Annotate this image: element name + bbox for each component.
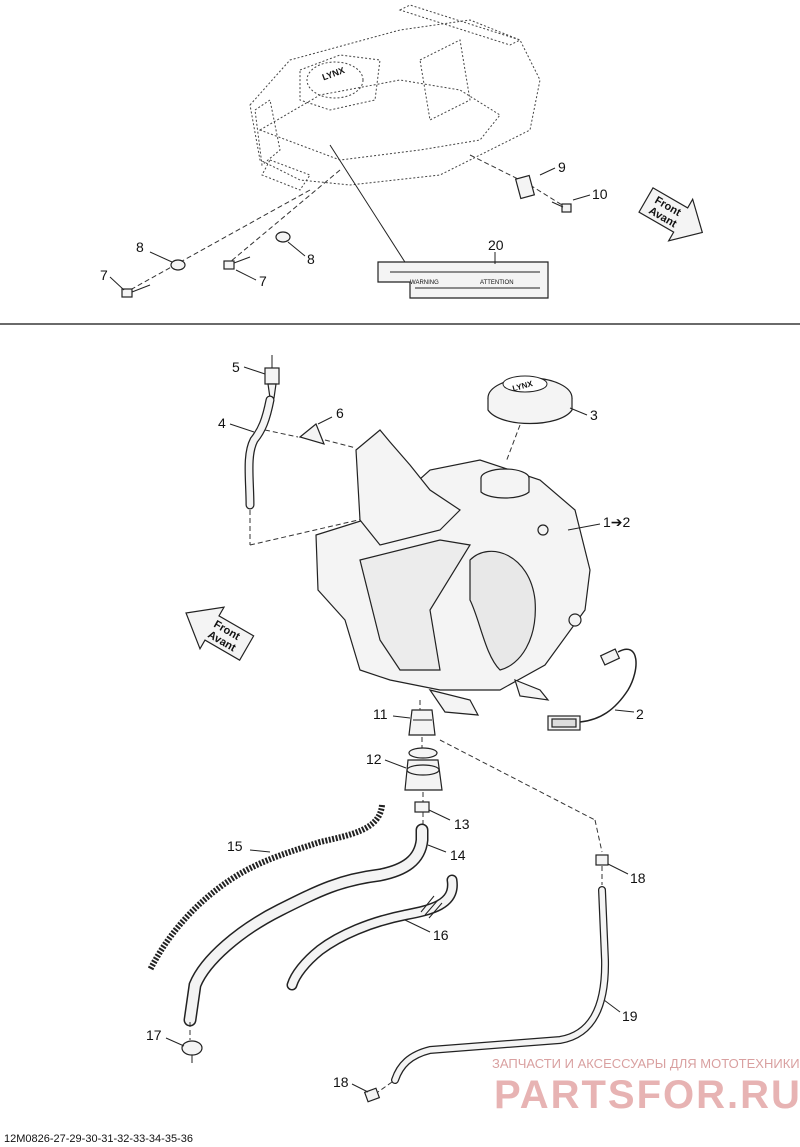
callout-20: 20 [488,237,504,253]
callout-12: 12 [366,751,382,767]
leader-line [392,715,411,719]
callout-11: 11 [373,706,388,722]
decal-part-20: WARNING ATTENTION [377,261,549,299]
assembly-line [264,429,299,438]
assembly-line [439,739,596,821]
callout-18: 18 [630,870,646,886]
clamp-part-13 [414,801,430,813]
leader-line [229,423,255,433]
fuel-tank-part-1 [315,429,591,716]
leader-line [109,276,125,291]
fitting-part-5 [264,355,280,399]
screw-part-10 [551,201,572,213]
assembly-line [377,1081,393,1093]
watermark-brand: PARTSFOR.RU [494,1073,800,1117]
callout-15: 15 [227,838,243,854]
assembly-line [505,424,521,463]
callout-16: 16 [433,927,449,943]
washer-part-8 [170,259,186,271]
decal-left-text: WARNING [410,280,439,286]
spring-hose-part-15 [147,804,385,972]
callout-8: 8 [136,239,144,255]
callout-17: 17 [146,1027,162,1043]
leader-line [404,919,431,933]
callout-5: 5 [232,359,240,375]
assembly-line [324,439,357,449]
leader-line [539,167,556,176]
callout-4: 4 [218,415,226,431]
bolt-part-7 [121,284,151,298]
fitting-part-12 [404,747,443,791]
leader-line [384,759,407,769]
callout-8: 8 [307,251,315,267]
clip-part-6 [298,423,326,445]
callout-19: 19 [622,1008,638,1024]
leader-line [427,844,447,853]
washer-part-8 [275,231,291,243]
leader-line [249,849,271,853]
front-direction-arrow: Front Avant [185,606,255,661]
fuel-cap-part-3: LYNX [487,375,573,424]
callout-7: 7 [100,267,108,283]
leader-line [287,241,306,257]
decal-right-text: ATTENTION [480,280,514,286]
callout-1-to-2: 1➔2 [603,514,631,530]
assembly-line [249,514,381,546]
sensor-part-2 [547,648,637,731]
leader-line [317,416,333,425]
leader-line [567,523,601,531]
clamp-part-18 [595,854,609,866]
assembly-line [129,189,311,291]
leader-line [149,251,173,263]
assembly-line [594,819,603,853]
watermark-tagline: ЗАПЧАСТИ И АКСЕССУАРЫ ДЛЯ МОТОТЕХНИКИ [492,1056,800,1071]
plate-part-9 [514,174,536,200]
cap-logo-text: LYNX [321,65,346,82]
vehicle-body-illustration [249,4,541,191]
leader-line [572,194,591,201]
leader-line [607,863,629,875]
callout-13: 13 [454,816,470,832]
callout-7: 7 [259,273,267,289]
callout-10: 10 [592,186,608,202]
front-direction-arrow: Front Avant [638,187,704,242]
callout-3: 3 [590,407,598,423]
leader-line [569,407,588,416]
leader-line [351,1083,369,1093]
leader-line [428,809,451,821]
callout-2: 2 [636,706,644,722]
callout-18: 18 [333,1074,349,1090]
leader-line [603,999,621,1013]
leader-line [235,269,257,281]
leader-line [614,709,635,713]
leader-line [243,366,266,375]
leader-line [165,1037,185,1047]
callout-6: 6 [336,405,344,421]
bolt-part-7 [223,256,251,270]
leader-line [329,144,411,271]
callout-14: 14 [450,847,466,863]
clamp-part-18 [363,1087,381,1103]
fitting-part-11 [408,709,436,736]
drawing-code: 12M0826-27-29-30-31-32-33-34-35-36 [4,1133,193,1145]
hose-part-14 [183,823,429,1027]
clamp-part-17 [181,1040,203,1063]
callout-9: 9 [558,159,566,175]
assembly-line [469,154,531,186]
